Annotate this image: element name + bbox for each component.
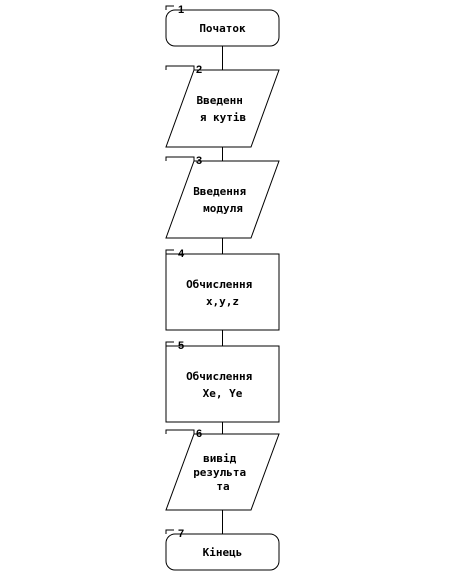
node-label: Обчислення Xe, Ye [186,370,259,400]
node-input-angles: 2 Введенн я кутів [165,64,280,148]
node-number: 3 [196,155,202,167]
node-label: Початок [199,22,246,35]
number-bracket [165,429,195,434]
node-number: 2 [196,64,202,76]
node-start: 1 Початок [165,4,280,47]
parallelogram-shape [165,160,280,239]
node-compute-xyz: 4 Обчислення x,y,z [165,248,280,331]
node-label: Обчислення x,y,z [186,278,259,308]
node-number: 5 [178,340,184,352]
number-bracket [165,341,174,346]
node-input-module: 3 Введення модуля [165,155,280,239]
node-number: 4 [178,248,185,260]
node-compute-xe-ye: 5 Обчислення Xe, Ye [165,340,280,423]
node-number: 6 [196,428,202,440]
number-bracket [165,529,174,534]
parallelogram-shape [165,69,280,148]
terminal-shape [165,533,280,571]
node-label: Введення модуля [193,185,253,215]
node-number: 1 [178,4,184,16]
node-number: 7 [178,528,184,540]
number-bracket [165,65,195,70]
node-output-result: 6 вивід результа та [165,428,280,511]
terminal-shape [165,9,280,47]
parallelogram-shape [165,433,280,511]
node-label: вивід результа та [193,452,253,493]
number-bracket [165,156,195,161]
node-label: Введенн я кутів [197,94,250,124]
node-end: 7 Кінець [165,528,280,571]
number-bracket [165,249,174,254]
node-label: Кінець [203,546,243,559]
number-bracket [165,5,174,10]
process-shape [165,345,280,423]
process-shape [165,253,280,331]
